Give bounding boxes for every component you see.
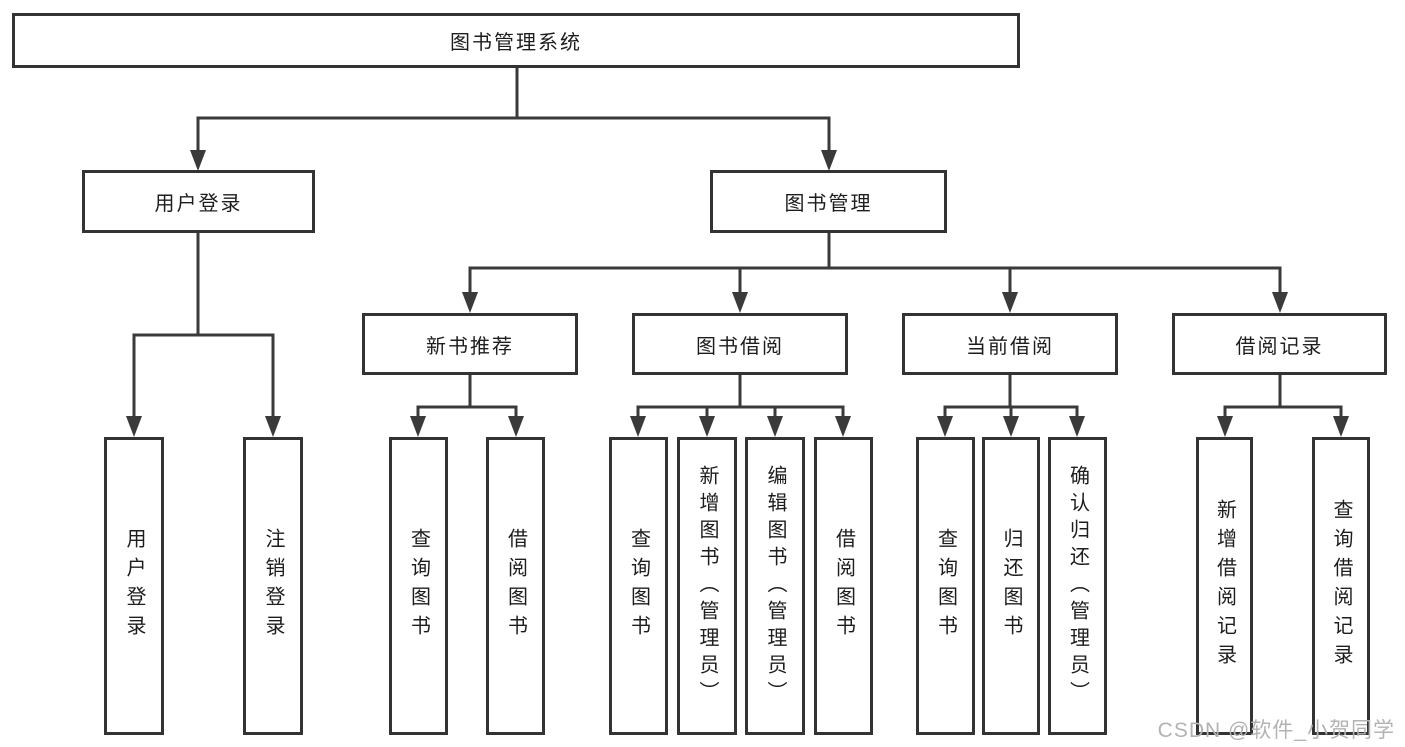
node-current-borrow: 当前借阅 [902,313,1118,375]
arrowheads [126,150,1349,437]
node-label: 归还图书 [1000,528,1022,644]
node-label: 查询图书 [934,528,957,644]
leaf-return-books: 归还图书 [982,437,1040,735]
node-label: 新增借阅记录 [1213,499,1236,673]
csdn-watermark: CSDN @软件_小贺同学 [1157,719,1395,742]
node-label: 图书管理系统 [450,32,582,54]
leaf-borrow-books: 借阅图书 [814,437,873,735]
leaf-query-books-borrow: 查询图书 [609,437,668,735]
leaf-query-books-current: 查询图书 [916,437,975,735]
leaf-logout: 注销登录 [243,437,303,735]
node-user-login: 用户登录 [82,170,315,233]
leaf-query-books-recommend: 查询图书 [389,437,448,735]
leaf-confirm-return-admin: 确认归还（管理员） [1048,437,1107,735]
node-label: 当前借阅 [966,335,1054,358]
node-label: 确认归还（管理员） [1066,464,1089,708]
node-label: 新增图书（管理员） [696,464,718,708]
node-label: 借阅图书 [504,528,527,644]
node-book-management: 图书管理 [710,170,947,233]
node-label: 查询图书 [407,528,430,644]
node-borrow-records: 借阅记录 [1172,313,1387,375]
node-label: 图书借阅 [696,335,784,358]
node-label: 借阅记录 [1235,335,1324,358]
node-label: 用户登录 [123,528,145,644]
node-book-borrow: 图书借阅 [632,313,848,375]
leaf-user-login: 用户登录 [104,437,164,735]
node-label: 图书管理 [784,193,873,215]
leaf-add-borrow-record: 新增借阅记录 [1196,437,1253,735]
leaf-add-book-admin: 新增图书（管理员） [677,437,737,735]
leaf-query-borrow-record: 查询借阅记录 [1312,437,1370,735]
node-label: 借阅图书 [832,528,855,644]
node-label: 查询图书 [627,528,650,644]
node-label: 注销登录 [262,528,284,644]
leaf-borrow-books-recommend: 借阅图书 [486,437,545,735]
node-root-system: 图书管理系统 [12,13,1020,68]
node-new-book-recommend: 新书推荐 [362,313,578,375]
node-label: 编辑图书（管理员） [764,464,786,708]
leaf-edit-book-admin: 编辑图书（管理员） [745,437,805,735]
node-label: 查询借阅记录 [1330,499,1352,673]
node-label: 用户登录 [154,193,243,215]
node-label: 新书推荐 [426,335,514,358]
